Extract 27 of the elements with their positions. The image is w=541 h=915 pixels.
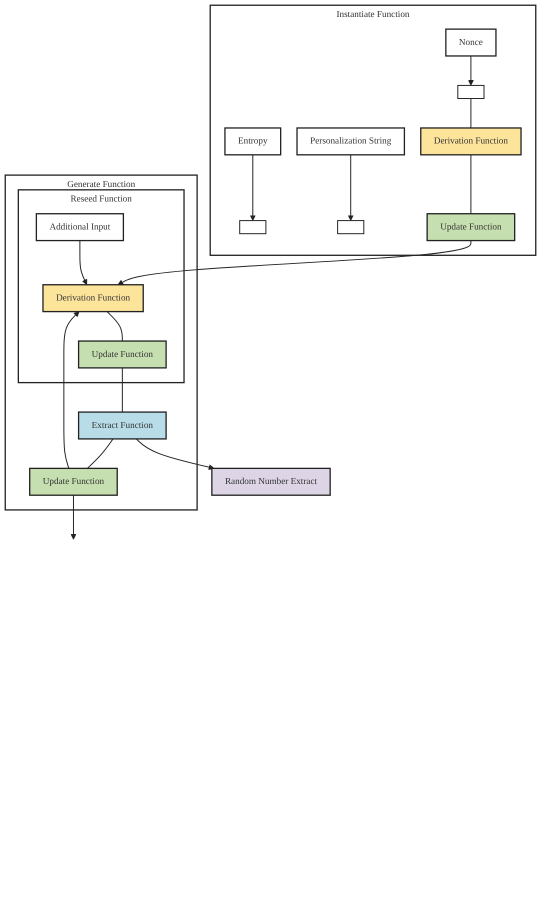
node-box: Personalization String bbox=[296, 127, 406, 156]
node-box: Update Function bbox=[29, 468, 118, 496]
node-bar bbox=[337, 220, 364, 234]
connector bbox=[122, 367, 123, 413]
connector bbox=[470, 154, 472, 214]
arrow bbox=[468, 55, 474, 86]
connector bbox=[106, 311, 123, 342]
node-box: Entropy bbox=[224, 127, 282, 156]
arrow bbox=[79, 240, 88, 286]
arrow bbox=[70, 494, 76, 540]
connector bbox=[470, 98, 472, 128]
arrow bbox=[63, 311, 80, 469]
node-box: Additional Input bbox=[36, 213, 124, 242]
arrow bbox=[250, 154, 256, 221]
node-box: Random Number Extract bbox=[211, 468, 331, 496]
arrow bbox=[348, 154, 354, 221]
node-box: Update Function bbox=[78, 340, 167, 369]
arrow bbox=[118, 240, 472, 286]
node-box: Extract Function bbox=[78, 411, 167, 440]
node-box: Update Function bbox=[426, 213, 516, 242]
node-bar bbox=[239, 220, 266, 234]
node-box: Derivation Function bbox=[42, 284, 144, 312]
node-box: Derivation Function bbox=[420, 127, 522, 156]
node-box: Nonce bbox=[445, 28, 497, 57]
arrow bbox=[136, 438, 214, 470]
node-bar bbox=[457, 84, 484, 99]
connector bbox=[86, 438, 114, 469]
